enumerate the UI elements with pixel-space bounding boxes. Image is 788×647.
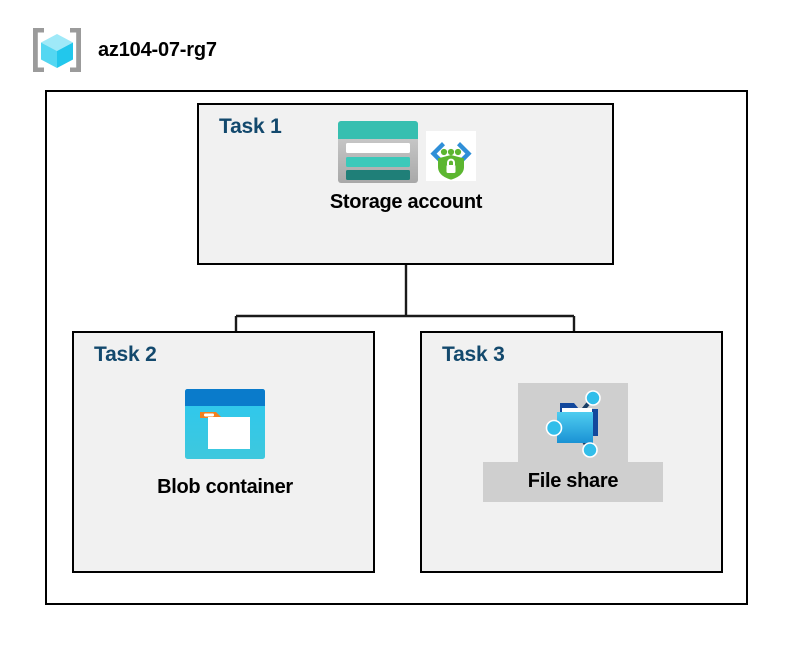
storage-account-caption: Storage account (329, 191, 483, 213)
blob-container-caption: Blob container (157, 476, 293, 498)
resource-group-title: az104-07-rg7 (98, 38, 217, 61)
key-vault-icon (426, 131, 476, 181)
file-share-caption: File share (527, 470, 619, 492)
task-1-label: Task 1 (219, 115, 282, 138)
task-1-box: Task 1 (197, 103, 614, 265)
task-2-label: Task 2 (94, 343, 157, 366)
node-file-share[interactable]: File share (483, 383, 663, 502)
blob-container-icon (185, 389, 265, 459)
node-storage-account[interactable]: Storage account (296, 119, 516, 214)
resource-group-header: az104-07-rg7 (30, 26, 217, 74)
task-2-box: Task 2 Blob container (72, 331, 375, 573)
storage-account-icon-row (336, 119, 476, 185)
task-3-box: Task 3 (420, 331, 723, 573)
node-blob-container[interactable]: Blob container (125, 386, 325, 499)
task-3-label: Task 3 (442, 343, 505, 366)
file-share-icon-highlight (518, 383, 628, 462)
storage-account-icon (338, 121, 418, 183)
file-share-icon (545, 390, 601, 458)
resource-group-icon (33, 28, 81, 72)
file-share-caption-highlight: File share (483, 462, 663, 502)
